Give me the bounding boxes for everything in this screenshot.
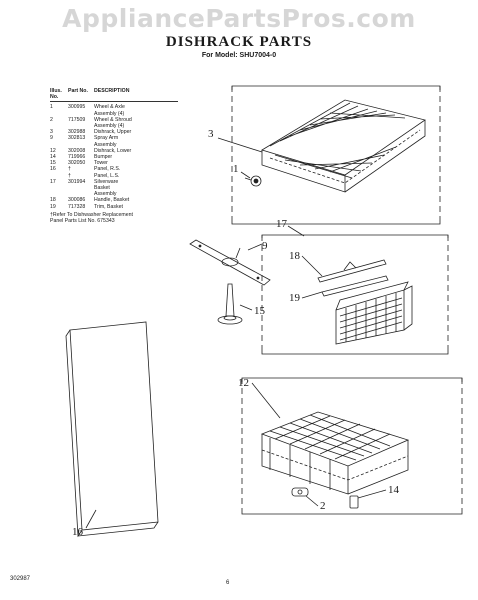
callout-19: 19 xyxy=(289,292,300,304)
cell-description: Spray Arm xyxy=(94,135,119,142)
cell-part: † xyxy=(68,172,71,179)
cell-description: Assembly (4) xyxy=(94,123,125,130)
cell-part: 719966 xyxy=(68,154,86,161)
cell-illus: 16 xyxy=(50,166,56,173)
table-row: 19 717328 Trim, Basket xyxy=(50,204,178,210)
callout-15: 15 xyxy=(254,305,265,317)
callout-17: 17 xyxy=(276,218,287,230)
cell-description: Assembly xyxy=(94,191,117,198)
cell-part: 717328 xyxy=(68,203,86,210)
callout-2: 2 xyxy=(320,500,326,512)
table-row: Assembly xyxy=(50,191,178,197)
cell-description: Panel, L.S. xyxy=(94,172,120,179)
cell-description: Wheel & Axle xyxy=(94,104,125,111)
cell-illus: 17 xyxy=(50,178,56,185)
callout-1: 1 xyxy=(233,163,239,175)
callout-12: 12 xyxy=(238,377,249,389)
upper-dishrack xyxy=(261,99,426,193)
cell-description: Bumper xyxy=(94,154,113,161)
header-part: Part No. xyxy=(68,88,88,94)
cell-description: Trim, Basket xyxy=(94,203,123,210)
callout-16: 16 xyxy=(72,526,83,538)
cell-part: 302008 xyxy=(68,147,86,154)
replacement-note: †Refer To Dishwasher Replacement Panel P… xyxy=(50,212,178,224)
lower-rack-bracket xyxy=(241,377,463,515)
table-row: 9 302813 Spray Arm xyxy=(50,135,178,141)
wheel-axle-part xyxy=(244,175,262,187)
table-row: 14 719966 Bumper xyxy=(50,154,178,160)
cell-illus: 18 xyxy=(50,197,56,204)
header-description: DESCRIPTION xyxy=(94,88,130,94)
watermark: AppliancePartsPros.com xyxy=(62,4,416,33)
table-row: 18 300086 Handle, Basket xyxy=(50,197,178,203)
cell-description: Assembly xyxy=(94,141,117,148)
cell-description: Silverware xyxy=(94,178,119,185)
cell-description: Handle, Basket xyxy=(94,197,130,204)
callout-18: 18 xyxy=(289,250,300,262)
silverware-basket-bracket xyxy=(261,234,449,355)
wheel-shroud-part xyxy=(291,487,309,497)
table-row: 12 302008 Dishrack, Lower xyxy=(50,148,178,154)
table-row: Assembly xyxy=(50,142,178,148)
cell-description: Tower xyxy=(94,160,108,167)
table-row: Assembly (4) xyxy=(50,123,178,129)
table-row: 16 † Panel, R.S. xyxy=(50,166,178,172)
cell-description: Dishrack, Lower xyxy=(94,147,132,154)
callout-9: 9 xyxy=(262,240,268,252)
table-row: 2 717509 Wheel & Shroud xyxy=(50,117,178,123)
silverware-basket xyxy=(335,281,413,345)
table-row: Basket xyxy=(50,185,178,191)
cell-part: 717509 xyxy=(68,116,86,123)
tower xyxy=(217,283,253,325)
table-row: Assembly (4) xyxy=(50,111,178,117)
spray-arm xyxy=(189,239,271,286)
table-row: † Panel, L.S. xyxy=(50,173,178,179)
cell-description: Dishrack, Upper xyxy=(94,129,132,136)
cell-description: Panel, R.S. xyxy=(94,166,121,173)
cell-illus: 3 xyxy=(50,129,53,136)
door-panel xyxy=(65,321,159,538)
cell-description: Wheel & Shroud xyxy=(94,116,132,123)
header-illus: Illus. No. xyxy=(50,88,62,101)
table-row: 3 302988 Dishrack, Upper xyxy=(50,129,178,135)
parts-list-header: Illus. No. Part No. DESCRIPTION xyxy=(50,88,178,103)
cell-part: 300995 xyxy=(68,104,86,111)
cell-description: Assembly (4) xyxy=(94,110,125,117)
cell-part: 302050 xyxy=(68,160,86,167)
bumper-part xyxy=(349,495,359,509)
cell-part: 300086 xyxy=(68,197,86,204)
leader-lines xyxy=(85,137,387,529)
upper-rack-bracket xyxy=(231,85,441,225)
table-row: 15 302050 Tower xyxy=(50,160,178,166)
note-line-2: Panel Parts List No. 675343 xyxy=(50,218,115,225)
cell-part: 302813 xyxy=(68,135,86,142)
cell-illus: 14 xyxy=(50,154,56,161)
cell-illus: 15 xyxy=(50,160,56,167)
table-row: 1 300995 Wheel & Axle xyxy=(50,104,178,110)
cell-part: 302988 xyxy=(68,129,86,136)
lower-dishrack xyxy=(260,411,410,495)
page-title: DISHRACK PARTS xyxy=(165,34,313,50)
cell-illus: 12 xyxy=(50,147,56,154)
cell-illus: 1 xyxy=(50,104,53,111)
table-row: 17 301994 Silverware xyxy=(50,179,178,185)
cell-part: 301994 xyxy=(68,178,86,185)
model-line: For Model: SHU7004-0 xyxy=(201,52,277,59)
footer-code: 302987 xyxy=(10,576,31,582)
cell-illus: 2 xyxy=(50,116,53,123)
cell-illus: 19 xyxy=(50,203,56,210)
footer-page-number: 6 xyxy=(226,580,230,586)
cell-part: † xyxy=(68,166,71,173)
note-line-1: †Refer To Dishwasher Replacement xyxy=(50,211,133,218)
callout-14: 14 xyxy=(388,484,399,496)
callout-3: 3 xyxy=(208,128,214,140)
cell-illus: 9 xyxy=(50,135,53,142)
cell-description: Basket xyxy=(94,185,110,192)
basket-handle-trim xyxy=(317,259,389,297)
